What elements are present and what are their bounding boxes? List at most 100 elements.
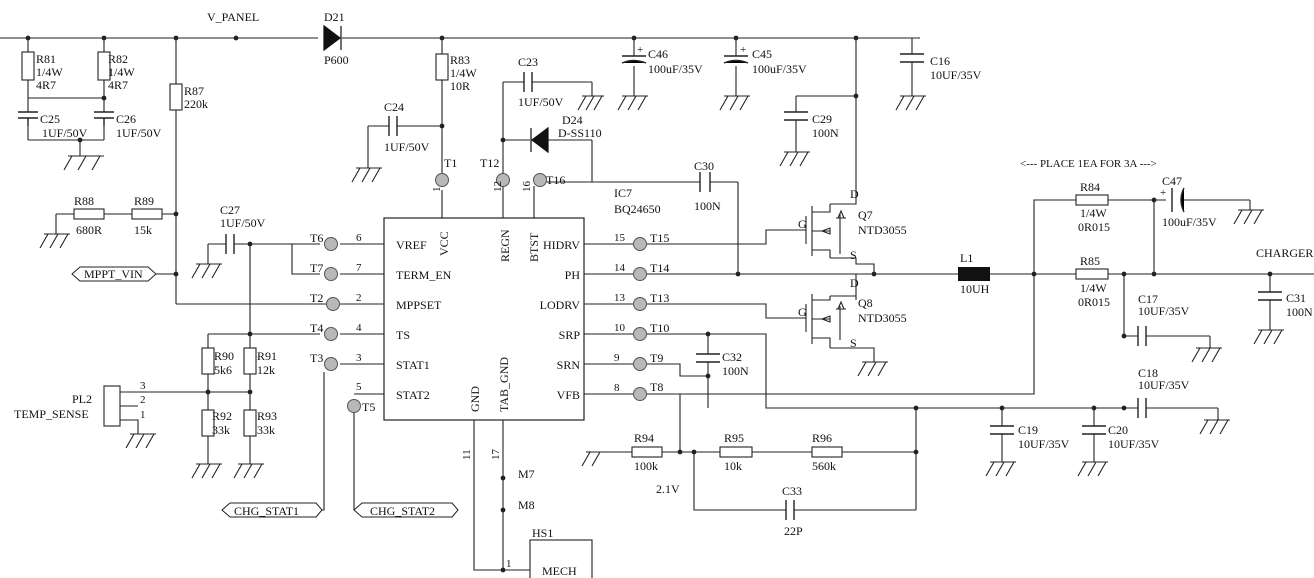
pl2-pin-1: 1 <box>140 409 146 421</box>
capacitor-c19 <box>990 425 1014 435</box>
capacitor-c31 <box>1258 291 1282 301</box>
c46-ref: C46 <box>648 47 668 61</box>
r96-val1: 560k <box>812 459 836 473</box>
c47-val1: 100uF/35V <box>1162 215 1217 229</box>
resistor-r94 <box>631 446 663 458</box>
capacitor-c16 <box>900 53 924 63</box>
ground-icon <box>1077 461 1108 477</box>
resistors <box>21 51 1109 458</box>
r94-ref: R94 <box>634 431 654 445</box>
testpoint-t5 <box>347 399 361 413</box>
r91-val1: 12k <box>257 363 275 377</box>
testpoint-t7 <box>324 267 338 281</box>
pl2-val1: TEMP_SENSE <box>14 407 89 421</box>
ic-pin-vcc: VCC <box>437 231 451 256</box>
r93-ref: R93 <box>257 409 277 423</box>
ic-pin-hidrv: HIDRV <box>543 238 580 252</box>
test-points <box>324 173 647 413</box>
c27-val1: 1UF/50V <box>220 216 266 230</box>
ic-pin-num-4: 4 <box>356 322 362 334</box>
tp-label-t7: T7 <box>310 261 323 275</box>
inductor-l1 <box>958 267 990 281</box>
capacitor-c23 <box>523 72 533 92</box>
testpoint-t8 <box>633 387 647 401</box>
resistor-r91 <box>243 347 257 375</box>
q8-d: D <box>850 276 859 290</box>
ground-icon <box>191 463 222 479</box>
capacitor-c45 <box>723 55 749 64</box>
port-mppt-vin <box>71 266 157 282</box>
ground-icon <box>985 461 1016 477</box>
q8-s: S <box>850 336 857 350</box>
r96-ref: R96 <box>812 431 832 445</box>
capacitor-c46 <box>621 55 647 64</box>
c33-val1: 22P <box>784 524 803 538</box>
testpoint-t4 <box>324 327 338 341</box>
c29-ref: C29 <box>812 112 832 126</box>
c16-val1: 10UF/35V <box>930 68 982 82</box>
r84-val1: 1/4W <box>1080 206 1107 220</box>
c45-ref: C45 <box>752 47 772 61</box>
ic-pin-btst: BTST <box>527 232 541 262</box>
r90-val1: 5k6 <box>214 363 232 377</box>
c16-ref: C16 <box>930 54 950 68</box>
tp-label-t13: T13 <box>650 291 669 305</box>
connector-pl2 <box>103 385 121 427</box>
c20-val1: 10UF/35V <box>1108 437 1160 451</box>
c19-ref: C19 <box>1018 423 1038 437</box>
tp-label-t14: T14 <box>650 261 669 275</box>
capacitor-c33 <box>785 500 795 520</box>
resistor-r95 <box>719 446 753 458</box>
ic-pin-num-9: 9 <box>614 352 620 364</box>
r88-ref: R88 <box>74 194 94 208</box>
junction-dots <box>25 35 1273 573</box>
mosfet-q8 <box>805 294 846 348</box>
testpoint-t12 <box>496 173 510 187</box>
pl2-ref: PL2 <box>72 392 92 406</box>
c31-ref: C31 <box>1286 291 1306 305</box>
ic-ref: IC7 <box>614 186 632 200</box>
tp-label-t3: T3 <box>310 351 323 365</box>
tp-label-t16: T16 <box>546 173 565 187</box>
ic-pin-num-6: 6 <box>356 232 362 244</box>
ground-icon <box>779 151 810 167</box>
ic-pin-ph: PH <box>565 268 581 282</box>
r81-val1: 1/4W <box>36 65 63 79</box>
r81-val2: 4R7 <box>36 78 56 92</box>
ground-icon <box>1191 347 1222 363</box>
r95-ref: R95 <box>724 431 744 445</box>
port-chg-stat1 <box>221 502 323 518</box>
capacitor-c25 <box>18 111 38 126</box>
r82-ref: R82 <box>108 52 128 66</box>
testpoint-t3 <box>324 357 338 371</box>
polarity-marks: + + + <box>637 44 1166 199</box>
ground-icon <box>581 451 601 467</box>
d24-ref: D24 <box>562 113 583 127</box>
c23-ref: C23 <box>518 55 538 69</box>
ground-icon <box>351 167 382 183</box>
ic-pin-num-12: 12 <box>492 181 504 192</box>
tp-label-t1: T1 <box>444 156 457 170</box>
heatsink-hs1 <box>529 539 593 578</box>
r89-val1: 15k <box>134 223 152 237</box>
q8-ref: Q8 <box>858 296 873 310</box>
tp-label-t10: T10 <box>650 321 669 335</box>
capacitor-c24 <box>388 116 398 136</box>
testpoint-t9 <box>633 357 647 371</box>
ic-pin-stat1: STAT1 <box>396 358 430 372</box>
resistor-r81 <box>21 51 35 81</box>
r92-ref: R92 <box>212 409 232 423</box>
ic-pin-srn: SRN <box>557 358 581 372</box>
ground-icon <box>617 95 648 111</box>
capacitor-c20 <box>1082 425 1106 435</box>
q7-ref: Q7 <box>858 208 873 222</box>
mount-m7: M7 <box>518 467 535 481</box>
net-ports <box>71 266 459 518</box>
hs1-pin: 1 <box>506 558 512 570</box>
ic-pin-srp: SRP <box>559 328 581 342</box>
capacitor-c27 <box>225 234 235 254</box>
r87-val1: 220k <box>184 97 208 111</box>
r82-val1: 1/4W <box>108 65 135 79</box>
tp-label-t8: T8 <box>650 380 663 394</box>
